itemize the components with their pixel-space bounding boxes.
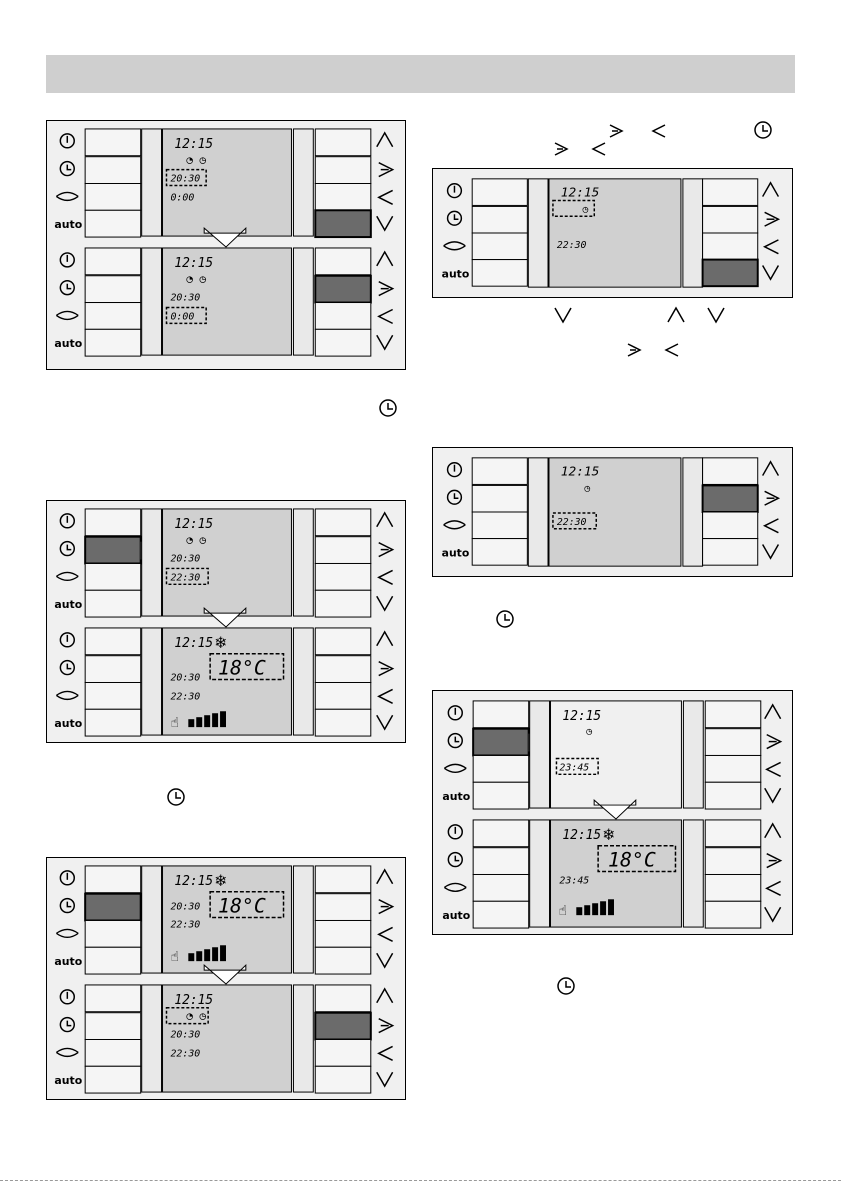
lcd-timer-off: 0:00: [170, 311, 194, 322]
remote-view-6b: 12:15 ❄ 18°C 23:45 ☝ auto: [442, 820, 780, 928]
arrow-left-icon: [653, 125, 665, 137]
lcd-timer-off: 22:30: [170, 691, 200, 702]
lcd-timer-off: 22:30: [557, 517, 587, 528]
lcd-timer-on: 20:30: [170, 673, 200, 684]
lcd-time: 12:15: [561, 186, 600, 201]
svg-text:◔ ◷: ◔ ◷: [186, 273, 206, 286]
lcd-timer-on: 20:30: [170, 1030, 200, 1041]
button-down-pressed[interactable]: [315, 210, 371, 237]
chevron-down-icon: [555, 308, 571, 322]
clock-icon: [755, 122, 771, 138]
lcd-temperature: 18°C: [218, 895, 266, 918]
svg-text:auto: auto: [54, 955, 82, 968]
remote-view-3b: 12:15 ◔ ◷ 20:30 22:30 auto: [54, 985, 392, 1093]
lcd-time: 12:15: [174, 636, 213, 651]
remote-view-2b: 12:15 ❄ 18°C 20:30 22:30 ☝: [54, 628, 392, 736]
chevron-down-icon: [377, 216, 393, 230]
left-icons-1a: auto: [54, 134, 82, 231]
lcd-timer-on: 20:30: [170, 902, 200, 913]
lcd-time: 12:15: [561, 465, 600, 480]
remote-svg-6: 12:15 ◷ 23:45 auto: [433, 691, 792, 934]
remote-svg-1: 12:15 ◔ ◷ 20:30 0:00 auto: [47, 121, 405, 369]
lcd-timer-off: 22:30: [170, 919, 200, 930]
lcd-time: 12:15: [562, 709, 601, 724]
button-4[interactable]: [85, 210, 141, 237]
lcd-time: 12:15: [174, 993, 213, 1008]
svg-text:auto: auto: [442, 909, 470, 922]
lcd-timer-off: 22:30: [170, 572, 200, 583]
remote-panel-5: 12:15 ◷ 22:30 auto: [432, 447, 793, 577]
lcd-timer-off: 23:45: [559, 875, 589, 886]
page-bottom-line: [0, 1180, 841, 1181]
lcd-time: 12:15: [174, 137, 213, 152]
lcd-timer-off: 23:45: [559, 762, 589, 773]
right-icons-1a: [377, 133, 393, 230]
timer-mode-icons: ◔ ◷: [186, 154, 206, 167]
snowflake-icon: ❄: [214, 633, 227, 652]
section-header-bar: [46, 55, 795, 93]
remote-svg-4: 12:15 ◷ 22:30 auto: [433, 169, 792, 297]
auto-label: auto: [54, 218, 82, 231]
lcd-time: 12:15: [174, 517, 213, 532]
hand-icon: ☝: [170, 715, 178, 731]
lcd-timer-off: 0:00: [170, 192, 194, 203]
remote-panel-4: 12:15 ◷ 22:30 auto: [432, 168, 793, 298]
remote-panel-2: 12:15 ◔ ◷ 20:30 22:30 auto: [46, 500, 406, 743]
svg-text:auto: auto: [442, 790, 470, 803]
svg-text:☝: ☝: [170, 949, 178, 965]
button-6[interactable]: [315, 157, 371, 184]
remote-svg-5: 12:15 ◷ 22:30 auto: [433, 448, 792, 576]
arrow-right-icon: [610, 125, 622, 137]
chevron-down-icon: [708, 308, 724, 322]
remote-drawing-1: 12:15 ◔ ◷ 20:30 0:00 auto: [47, 121, 405, 369]
svg-text:☝: ☝: [558, 903, 566, 919]
button-7[interactable]: [315, 183, 371, 210]
remote-view-3a: 12:15 ❄ 18°C 20:30 22:30 ☝: [54, 866, 392, 974]
svg-text:auto: auto: [54, 337, 82, 350]
lcd-time: 12:15: [174, 874, 213, 889]
svg-text:◷: ◷: [586, 727, 592, 738]
svg-text:◷: ◷: [584, 483, 590, 494]
button-3[interactable]: [85, 183, 141, 210]
svg-text:auto: auto: [54, 598, 82, 611]
chevron-up-icon: [377, 133, 393, 147]
remote-view-2a: 12:15 ◔ ◷ 20:30 22:30 auto: [54, 509, 392, 617]
remote-view-1b: 12:15 ◔ ◷ 20:30 0:00 auto: [54, 248, 392, 356]
svg-text:◔ ◷: ◔ ◷: [186, 1010, 206, 1023]
lcd-time: 12:15: [174, 256, 213, 271]
swing-icon: [56, 192, 78, 200]
remote-svg-3: 12:15 ❄ 18°C 20:30 22:30 ☝: [47, 858, 405, 1099]
remote-view-6a: 12:15 ◷ 23:45 auto: [442, 701, 780, 809]
svg-text:❄: ❄: [602, 825, 615, 844]
button-5[interactable]: [315, 129, 371, 156]
lcd-temperature: 18°C: [218, 657, 266, 680]
svg-text:auto: auto: [442, 546, 470, 559]
svg-text:auto: auto: [442, 267, 470, 280]
button-1[interactable]: [85, 129, 141, 156]
svg-text:◷: ◷: [582, 204, 588, 215]
lcd-timer-on: 20:30: [170, 293, 200, 304]
lcd-timer-off: 22:30: [557, 240, 587, 251]
svg-text:auto: auto: [54, 1074, 82, 1087]
lcd-timer-on: 20:30: [170, 553, 200, 564]
lcd-timer-on: 20:30: [170, 174, 200, 185]
remote-view-1a: 12:15 ◔ ◷ 20:30 0:00: [85, 129, 371, 237]
remote-panel-1: 12:15 ◔ ◷ 20:30 0:00 auto: [46, 120, 406, 370]
lcd-temperature: 18°C: [608, 849, 656, 872]
svg-text:❄: ❄: [214, 871, 227, 890]
remote-panel-6: 12:15 ◷ 23:45 auto: [432, 690, 793, 935]
remote-svg-2: 12:15 ◔ ◷ 20:30 22:30 auto: [47, 501, 405, 742]
button-clock-pressed[interactable]: [85, 537, 141, 564]
chevron-up-icon: [668, 308, 684, 322]
svg-text:◔ ◷: ◔ ◷: [186, 534, 206, 547]
lcd-timer-off: 22:30: [170, 1048, 200, 1059]
remote-panel-3: 12:15 ❄ 18°C 20:30 22:30 ☝: [46, 857, 406, 1100]
button-2[interactable]: [85, 157, 141, 184]
svg-text:auto: auto: [54, 717, 82, 730]
arrow-left-icon: [379, 190, 393, 204]
lcd-time: 12:15: [562, 828, 601, 843]
